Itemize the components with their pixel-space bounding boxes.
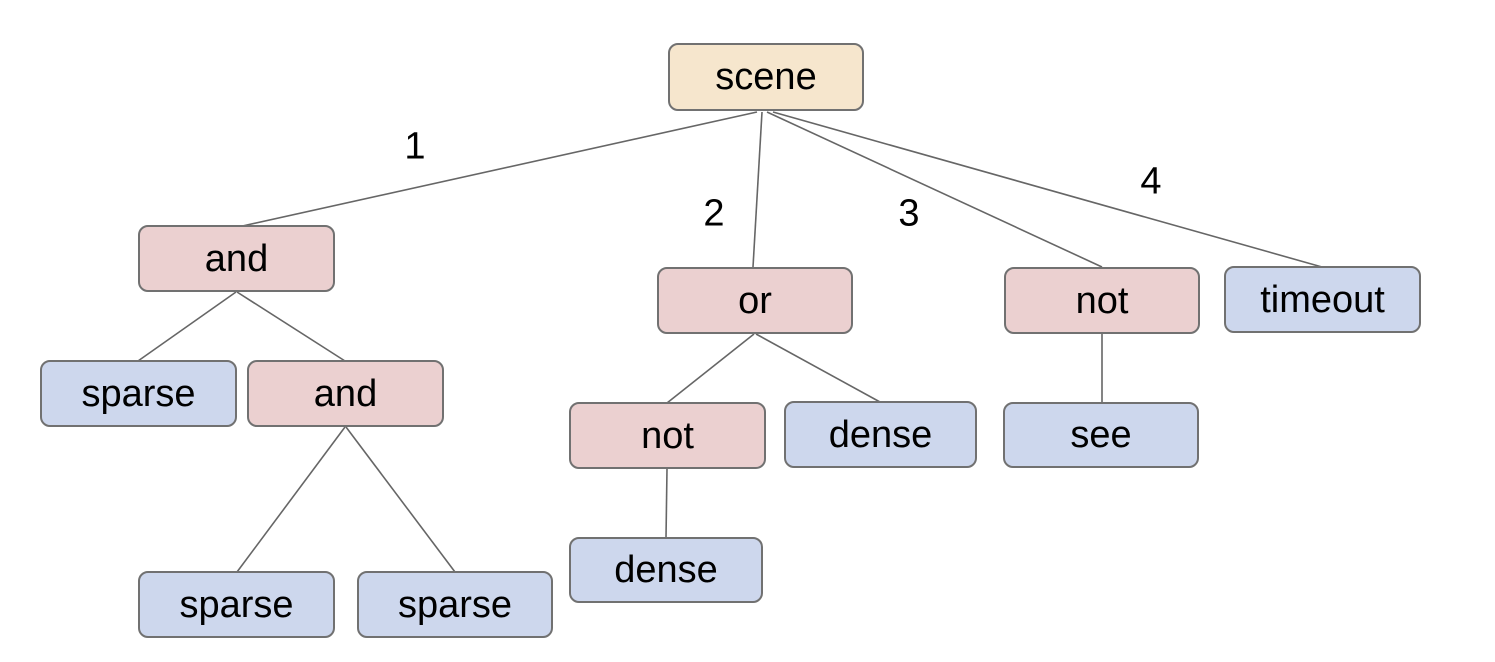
edge-scene-and1 (237, 111, 758, 228)
edge-and1-and2 (236, 291, 346, 362)
edge-scene-or (752, 111, 763, 268)
node-sparse-1: sparse (40, 360, 237, 427)
edge-scene-timeout (772, 111, 1323, 268)
node-and-1: and (138, 225, 335, 292)
edge-label-3: 3 (898, 192, 920, 235)
edge-label-2: 2 (703, 192, 725, 235)
node-and-2: and (247, 360, 444, 427)
node-see: see (1003, 402, 1199, 468)
edge-and2-sparse3 (345, 426, 456, 573)
edge-and2-sparse2 (236, 426, 346, 573)
node-not-2: not (569, 402, 766, 469)
node-sparse-2: sparse (138, 571, 335, 638)
edge-or-not2 (666, 333, 755, 404)
edge-or-dense1 (755, 333, 881, 403)
edge-scene-not1 (766, 111, 1103, 268)
node-dense-2: dense (569, 537, 763, 603)
node-sparse-3: sparse (357, 571, 553, 638)
node-scene: scene (668, 43, 864, 111)
node-dense-1: dense (784, 401, 977, 468)
node-or: or (657, 267, 853, 334)
node-timeout: timeout (1224, 266, 1421, 333)
node-not-1: not (1004, 267, 1200, 334)
edge-and1-sparse1 (137, 291, 237, 362)
edge-label-1: 1 (404, 125, 426, 168)
edge-label-4: 4 (1140, 160, 1162, 203)
edge-not2-dense2 (665, 468, 668, 539)
